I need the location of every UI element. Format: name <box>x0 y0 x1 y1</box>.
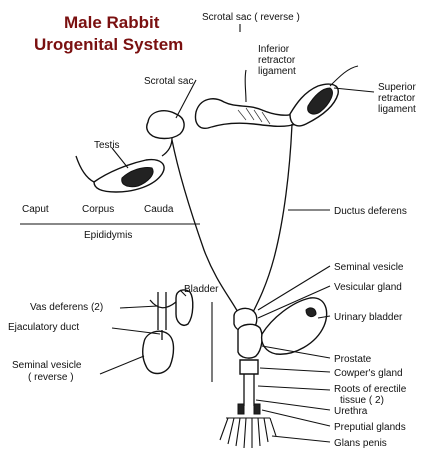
leader-prostate <box>261 345 331 359</box>
labels: Scrotal sac ( reverse ) Inferior retract… <box>8 12 416 449</box>
leader-scrotal-sac <box>175 79 197 119</box>
label-corpus: Corpus <box>82 204 114 215</box>
leader-urethra <box>255 399 331 411</box>
label-urinary-bladder: Urinary bladder <box>334 312 403 323</box>
preputial-glands <box>237 403 261 415</box>
leader-vas-deferens <box>119 305 159 309</box>
label-ductus-deferens: Ductus deferens <box>334 206 407 217</box>
label-scrotal-sac: Scrotal sac <box>144 76 193 87</box>
inset-vas-deferens <box>149 292 177 330</box>
label-epididymis: Epididymis <box>84 230 132 241</box>
sac-connector <box>161 137 173 157</box>
label-superior-3: ligament <box>378 104 416 115</box>
leader-lines <box>20 24 375 443</box>
bladder-dark-spot <box>305 307 317 318</box>
caput-duct <box>75 155 95 183</box>
leader-vesicular-gland <box>257 285 331 319</box>
label-seminal-vesicle-reverse-1: Seminal vesicle <box>12 360 82 371</box>
label-prostate: Prostate <box>334 354 372 365</box>
urethra-line <box>243 374 255 406</box>
leader-seminal-reverse <box>99 355 145 375</box>
ductus-deferens-left <box>171 139 241 317</box>
label-bladder: Bladder <box>184 284 219 295</box>
superior-ligament-line <box>329 65 359 87</box>
scrotal-hatch <box>237 107 271 125</box>
label-seminal-vesicle-reverse-2: ( reverse ) <box>28 372 74 383</box>
cowpers-gland-shape <box>239 359 259 375</box>
label-scrotal-sac-reverse: Scrotal sac ( reverse ) <box>202 12 300 23</box>
superior-testis-dark <box>307 87 333 115</box>
label-cowpers-gland: Cowper's gland <box>334 368 403 379</box>
scrotal-sac-shape <box>145 110 185 140</box>
label-caput: Caput <box>22 204 49 215</box>
inset-bladder-shape <box>175 289 194 326</box>
label-superior-1: Superior <box>378 82 416 93</box>
leader-roots <box>257 385 331 391</box>
label-vesicular-gland: Vesicular gland <box>334 282 402 293</box>
anatomy-drawing <box>75 65 359 449</box>
label-vas-deferens: Vas deferens (2) <box>30 302 103 313</box>
urinary-bladder-shape <box>260 297 328 355</box>
leader-superior-ligament <box>333 87 375 93</box>
leader-ejaculatory <box>111 327 161 335</box>
label-ejaculatory-duct: Ejaculatory duct <box>8 322 79 333</box>
leader-preputial <box>261 409 331 427</box>
label-glans-penis: Glans penis <box>334 438 387 449</box>
label-urethra: Urethra <box>334 406 368 417</box>
prostate-shape <box>237 323 263 359</box>
leader-seminal-vesicle <box>257 265 331 311</box>
title-line-2: Urogenital System <box>34 35 183 54</box>
label-seminal-vesicle: Seminal vesicle <box>334 262 404 273</box>
inferior-ligament-line <box>244 69 247 103</box>
leader-cowpers <box>259 367 331 373</box>
leader-bladder-inset <box>179 289 187 297</box>
label-cauda: Cauda <box>144 204 174 215</box>
label-superior-2: retractor <box>378 93 416 104</box>
ductus-deferens-right <box>249 123 293 319</box>
label-preputial-glands: Preputial glands <box>334 422 406 433</box>
inset-seminal-vesicle-shape <box>141 330 175 375</box>
glans-penis-fringe <box>219 417 277 449</box>
title-line-1: Male Rabbit <box>64 13 160 32</box>
label-roots-erectile-1: Roots of erectile <box>334 384 407 395</box>
leader-urinary-bladder <box>317 315 331 319</box>
label-roots-erectile-2: tissue ( 2) <box>340 395 384 406</box>
label-inferior-2: retractor <box>258 55 296 66</box>
label-inferior-3: ligament <box>258 66 296 77</box>
label-testis: Testis <box>94 140 120 151</box>
label-inferior-1: Inferior <box>258 44 290 55</box>
leader-testis <box>111 147 129 169</box>
testis-dark-body <box>121 167 154 188</box>
scrotal-sac-reverse-shape <box>194 98 297 129</box>
leader-glans <box>271 435 331 443</box>
